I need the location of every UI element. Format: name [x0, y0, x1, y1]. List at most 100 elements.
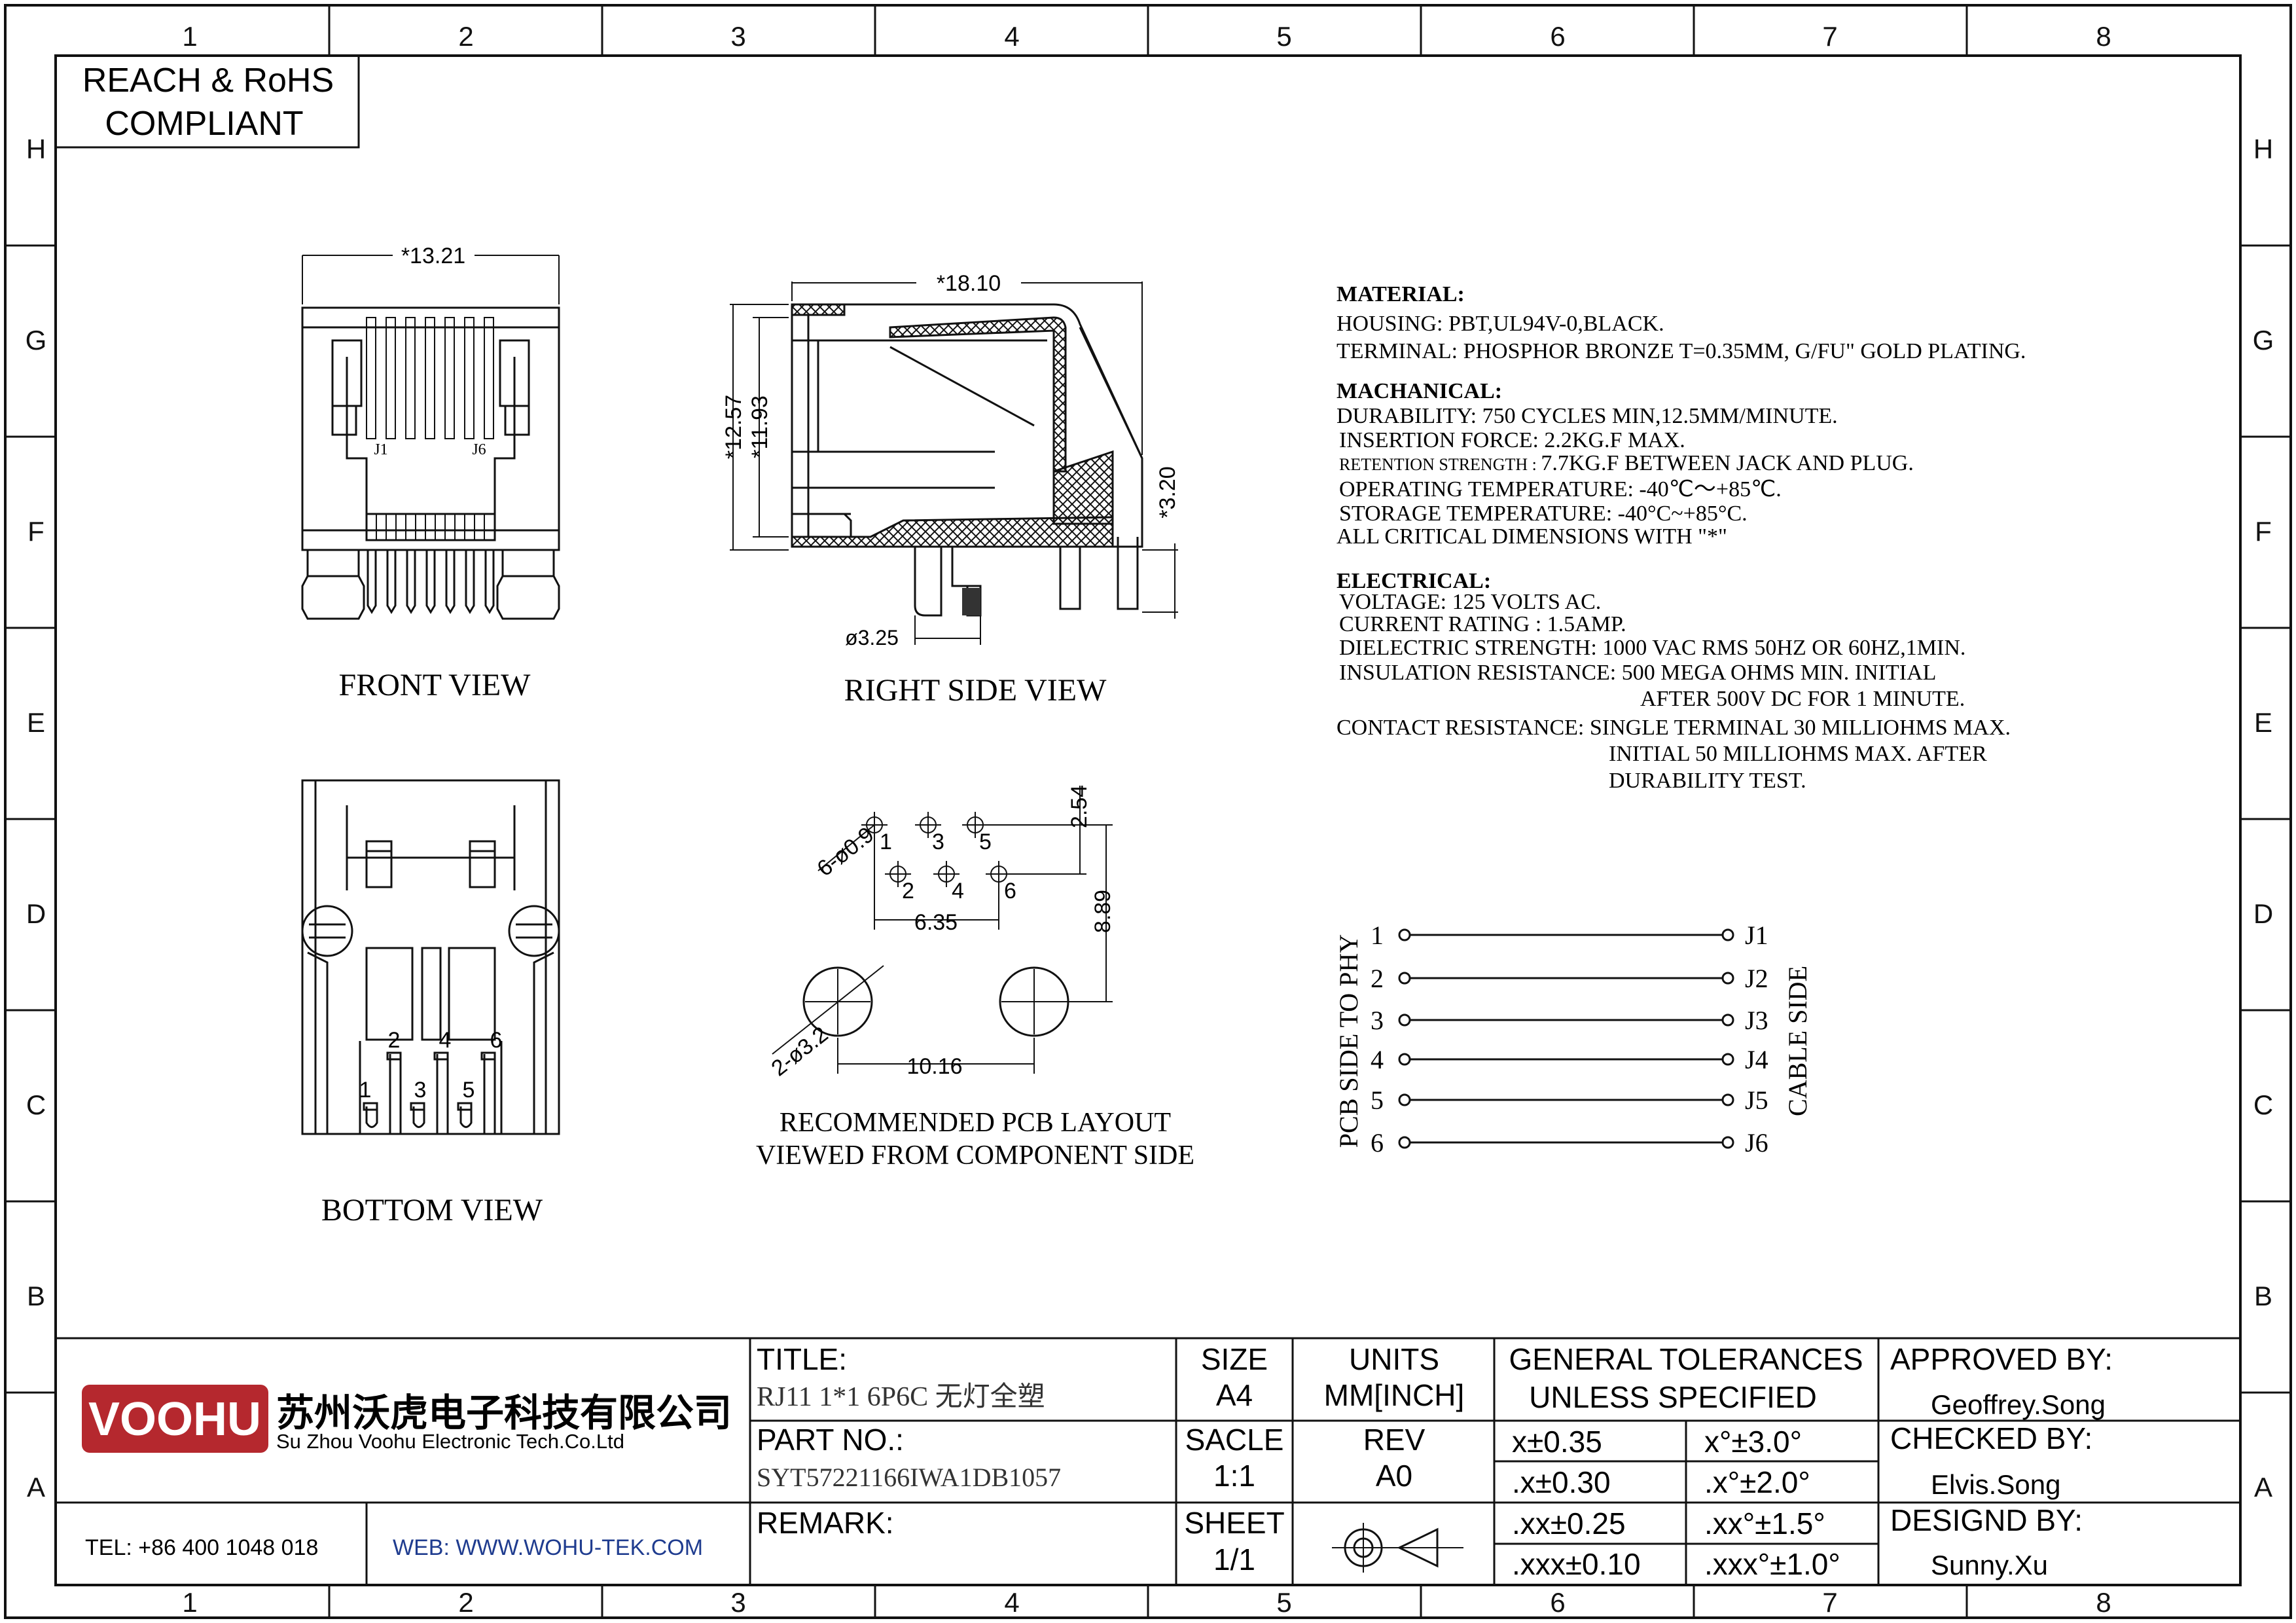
designed-label: DESIGND BY:: [1890, 1503, 2083, 1537]
pcb-254-dim: 2.54: [1067, 785, 1092, 828]
row-label-left: H: [26, 134, 46, 164]
row-label-right: C: [2253, 1089, 2273, 1120]
schematic-right-label: CABLE SIDE: [1783, 966, 1812, 1116]
col-label-top: 1: [182, 21, 197, 52]
pcb-title-2: VIEWED FROM COMPONENT SIDE: [756, 1140, 1194, 1171]
pcb-dims: 6-ø0.9 2-ø3.2 2.54 8.89 6.35 10.16 1 2 3…: [767, 785, 1115, 1081]
row-label-left: G: [26, 325, 47, 356]
row-label-left: B: [27, 1281, 45, 1311]
spec-insertion: INSERTION FORCE: 2.2KG.F MAX.: [1339, 428, 1685, 452]
compliance-line-1: REACH & RoHS: [82, 62, 334, 100]
row-label-right: B: [2254, 1281, 2272, 1311]
schematic-pin-right: J4: [1745, 1045, 1768, 1074]
col-label-top: 2: [458, 21, 473, 52]
pcb-pin-2: 2: [902, 879, 914, 903]
remark-label: REMARK:: [757, 1506, 894, 1540]
company-web: WEB: WWW.WOHU-TEK.COM: [393, 1535, 703, 1560]
pcb-pin-6: 6: [1004, 879, 1016, 903]
schematic-pin-left: 2: [1371, 964, 1384, 993]
row-label-left: D: [26, 898, 46, 929]
spec-voltage: VOLTAGE: 125 VOLTS AC.: [1339, 590, 1601, 614]
row-label-left: F: [27, 516, 45, 547]
bottom-pin-3: 3: [414, 1078, 427, 1103]
schematic-pin-left: 4: [1371, 1045, 1384, 1074]
row-label-right: D: [2253, 898, 2273, 929]
schematic-left-label: PCB SIDE TO PHY: [1334, 934, 1363, 1148]
spec-contact-3: DURABILITY TEST.: [1609, 769, 1806, 793]
spec-retention-value: 7.7KG.F BETWEEN JACK AND PLUG.: [1541, 451, 1914, 475]
right-view-title: RIGHT SIDE VIEW: [844, 673, 1107, 708]
rev-value: A0: [1376, 1459, 1412, 1493]
row-label-left: C: [26, 1089, 46, 1120]
sheet-value: 1/1: [1213, 1542, 1255, 1577]
tolerance-linear: .xxx±0.10: [1512, 1547, 1641, 1581]
title-block-lines: [56, 1337, 2240, 1585]
bottom-pin-1: 1: [359, 1078, 372, 1103]
tolerance-linear: x±0.35: [1512, 1425, 1602, 1459]
side-diameter-dim: ø3.25: [845, 626, 899, 649]
tolerance-linear: .x±0.30: [1512, 1465, 1611, 1499]
tolerance-title-1: GENERAL TOLERANCES: [1509, 1342, 1863, 1376]
checked-value: Elvis.Song: [1931, 1469, 2060, 1500]
schematic-pin-right: J3: [1745, 1006, 1768, 1035]
schematic-pin-left: 6: [1371, 1128, 1384, 1158]
company-logo: VOOHU: [82, 1385, 268, 1453]
designed-value: Sunny.Xu: [1931, 1550, 2048, 1580]
col-label-bottom: 5: [1276, 1587, 1291, 1618]
front-width-dim: *13.21: [401, 244, 465, 268]
pcb-layout: [772, 786, 1113, 1074]
row-label-right: F: [2255, 516, 2272, 547]
spec-contact-2: INITIAL 50 MILLIOHMS MAX. AFTER: [1609, 742, 1987, 766]
col-label-top: 8: [2096, 21, 2111, 52]
pcb-pin-4: 4: [952, 879, 964, 903]
tolerance-title-2: UNLESS SPECIFIED: [1529, 1380, 1817, 1414]
company-name-en: Su Zhou Voohu Electronic Tech.Co.Ltd: [276, 1430, 624, 1453]
bottom-pin-labels: 1 2 3 4 5 6: [359, 1028, 503, 1103]
size-value: A4: [1216, 1378, 1253, 1412]
col-label-top: 4: [1004, 21, 1019, 52]
scale-label: SACLE: [1185, 1423, 1284, 1457]
pcb-large-hole-dim: 2-ø3.2: [767, 1022, 833, 1081]
scale-value: 1:1: [1213, 1459, 1255, 1493]
schematic-pin-left: 5: [1371, 1085, 1384, 1115]
col-label-top: 6: [1550, 21, 1565, 52]
compliance-box: REACH & RoHS COMPLIANT: [56, 54, 360, 149]
title-label: TITLE:: [757, 1342, 847, 1376]
row-label-left: A: [27, 1472, 45, 1503]
spec-contact-1: CONTACT RESISTANCE: SINGLE TERMINAL 30 M…: [1336, 716, 2011, 740]
side-height-dim-1: *12.57: [721, 395, 746, 459]
compliance-line-2: COMPLIANT: [105, 105, 303, 143]
side-width-dim: *18.10: [937, 271, 1001, 296]
tolerance-angular: .xxx°±1.0°: [1704, 1547, 1840, 1581]
part-label: PART NO.:: [757, 1423, 904, 1457]
units-label: UNITS: [1349, 1342, 1439, 1376]
approved-value: Geoffrey.Song: [1931, 1389, 2106, 1420]
side-height-dim-3: *3.20: [1155, 466, 1180, 518]
col-label-top: 3: [730, 21, 745, 52]
spec-dielectric: DIELECTRIC STRENGTH: 1000 VAC RMS 50HZ O…: [1339, 636, 1965, 660]
title-value: RJ11 1*1 6P6C 无灯全塑: [757, 1381, 1045, 1412]
company-tel: TEL: +86 400 1048 018: [85, 1535, 318, 1560]
schematic-pin-right: J1: [1745, 921, 1768, 950]
col-label-top: 7: [1822, 21, 1837, 52]
checked-label: CHECKED BY:: [1890, 1421, 2092, 1455]
tolerance-angular: .xx°±1.5°: [1704, 1506, 1825, 1541]
row-label-right: H: [2253, 134, 2273, 164]
projection-symbol-icon: [1332, 1523, 1463, 1573]
pcb-889-dim: 8.89: [1090, 890, 1115, 933]
tolerance-linear: .xx±0.25: [1512, 1506, 1626, 1541]
pcb-title-1: RECOMMENDED PCB LAYOUT: [780, 1108, 1171, 1138]
bottom-view: [301, 779, 560, 1135]
svg-text:RETENTION STRENGTH : 7.7KG.F B: RETENTION STRENGTH : 7.7KG.F BETWEEN JAC…: [1339, 451, 1914, 475]
rev-label: REV: [1363, 1423, 1426, 1457]
spec-retention-label: RETENTION STRENGTH :: [1339, 455, 1541, 474]
spec-elec-title: ELECTRICAL:: [1336, 569, 1491, 593]
schematic-labels: 1 2 3 4 5 6 J1 J2 J3 J4 J5 J6 PCB SIDE T…: [1334, 921, 1812, 1158]
col-label-bottom: 2: [458, 1587, 473, 1618]
bottom-view-title: BOTTOM VIEW: [321, 1193, 543, 1228]
schematic-pin-left: 3: [1371, 1006, 1384, 1035]
pcb-pin-3: 3: [932, 830, 944, 854]
zone-ticks: [5, 5, 2291, 1618]
spec-text: MATERIAL: HOUSING: PBT,UL94V-0,BLACK. TE…: [1336, 282, 2026, 793]
spec-op-temp: OPERATING TEMPERATURE: -40℃～+85℃.: [1339, 477, 1782, 501]
